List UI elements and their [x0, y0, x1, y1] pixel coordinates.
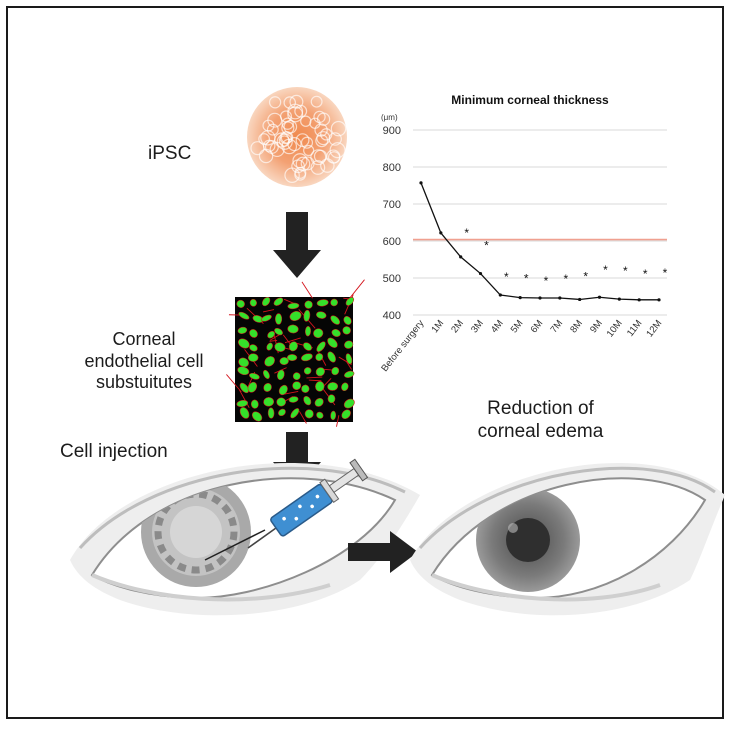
data-point: [558, 296, 562, 300]
significance-marker: *: [663, 266, 668, 280]
chart-title: Minimum corneal thickness: [451, 93, 609, 107]
data-point: [498, 293, 502, 297]
data-point: [518, 296, 522, 300]
x-tick-label: 5M: [509, 318, 526, 335]
right-eye-illustration: [410, 462, 725, 616]
significance-marker: *: [643, 267, 648, 281]
reduction-label: Reduction of corneal edema: [458, 398, 623, 444]
cec-label-line3: substuitutes: [95, 372, 193, 393]
x-tick-label: 1M: [429, 318, 446, 335]
corneal-endothelial-cell-label: Corneal endothelial cell substuitutes: [54, 329, 234, 394]
reduction-label-line1: Reduction of: [487, 398, 594, 419]
data-point: [419, 181, 423, 185]
x-tick-label: 11M: [625, 318, 645, 339]
x-tick-label: 4M: [489, 318, 506, 335]
x-tick-label: 2M: [449, 318, 466, 335]
y-tick-label: 700: [383, 199, 401, 211]
x-tick-label: 8M: [568, 318, 585, 335]
significance-marker: *: [464, 226, 469, 240]
x-tick-label: 9M: [588, 318, 605, 335]
corneal-endothelial-cell-image: [226, 279, 365, 427]
thickness-chart: Minimum corneal thickness (μm) 400 500 600…: [379, 93, 668, 374]
data-point: [459, 255, 463, 259]
significance-marker: *: [544, 274, 549, 288]
syringe-icon: [247, 458, 369, 549]
data-point: [478, 271, 483, 276]
data-point: [578, 297, 582, 302]
data-point: [538, 296, 542, 300]
cell-injection-label: Cell injection: [60, 441, 168, 462]
down-arrow-icon: [273, 212, 321, 278]
significance-marker: *: [583, 269, 588, 283]
x-tick-label: 10M: [605, 318, 625, 339]
y-tick-label: 600: [383, 236, 401, 248]
ipsc-colony-icon: [247, 87, 347, 187]
x-tick-label: 6M: [529, 318, 546, 335]
y-tick-label: 900: [383, 125, 401, 137]
significance-marker: *: [484, 239, 489, 253]
significance-marker: *: [504, 270, 509, 284]
y-tick-label: 500: [383, 273, 401, 285]
data-point: [617, 297, 621, 301]
x-tick-label: 12M: [644, 318, 664, 339]
significance-marker: *: [603, 263, 608, 277]
data-point: [637, 298, 641, 302]
x-tick-label: Before surgery: [379, 318, 426, 374]
right-arrow-icon: [348, 531, 418, 573]
data-point: [657, 298, 661, 302]
cec-label-line2: endothelial cell: [84, 350, 204, 371]
y-tick-label: 800: [383, 162, 401, 174]
y-axis-unit: (μm): [381, 113, 398, 122]
x-tick-label: 3M: [469, 318, 486, 335]
data-point: [597, 295, 602, 299]
ipsc-label: iPSC: [148, 143, 192, 164]
significance-marker: *: [563, 272, 568, 286]
left-eye-illustration: [70, 462, 420, 616]
significance-marker: *: [623, 264, 628, 278]
cec-label-line1: Corneal: [112, 329, 176, 349]
y-tick-label: 400: [383, 310, 401, 322]
significance-marker: *: [524, 272, 529, 286]
data-point: [439, 231, 443, 235]
reduction-label-line2: corneal edema: [477, 420, 604, 442]
x-tick-label: 7M: [548, 318, 565, 335]
